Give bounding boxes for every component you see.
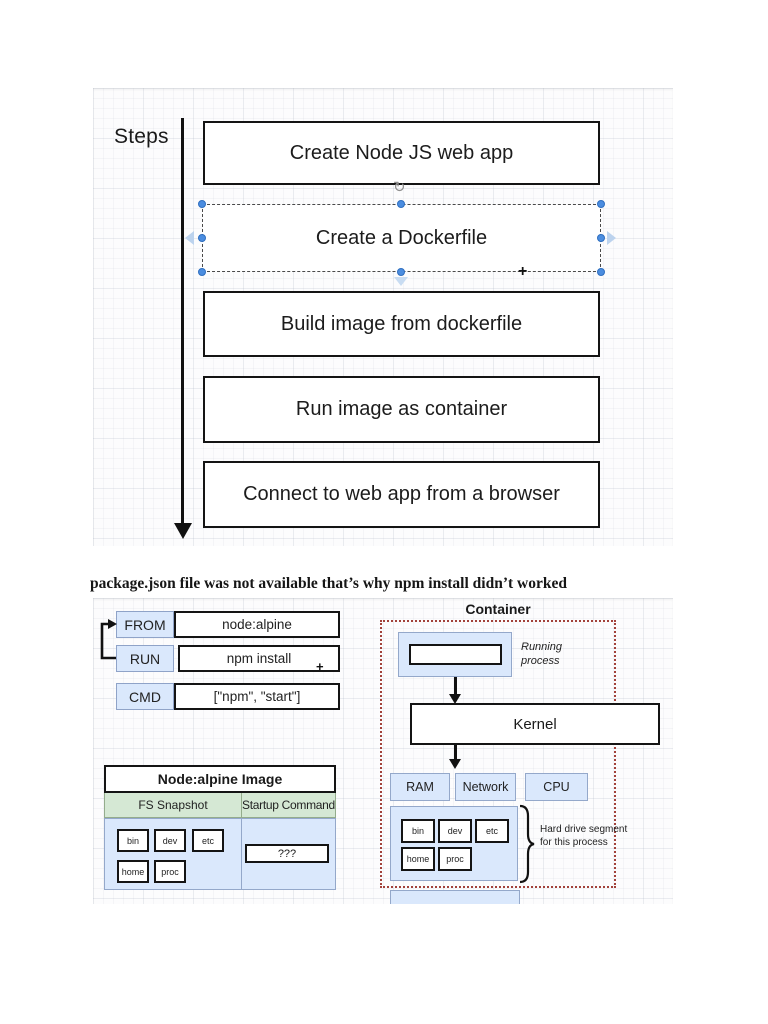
instruction-text: CMD	[129, 688, 161, 705]
process-to-kernel-arrowhead	[449, 694, 461, 704]
step-box-connect-browser[interactable]: Connect to web app from a browser	[203, 461, 600, 528]
steps-arrowhead-icon	[174, 523, 192, 539]
fs-folder-box: dev	[438, 819, 472, 843]
ram-box[interactable]: RAM	[390, 773, 450, 801]
dockerfile-run-label[interactable]: RUN	[116, 645, 174, 672]
resize-handle-top-middle[interactable]	[397, 200, 405, 208]
instruction-text: FROM	[124, 616, 166, 633]
move-cursor-icon: +	[518, 263, 528, 280]
fs-folder-box: home	[117, 860, 149, 883]
dockerfile-run-value[interactable]: npm install	[178, 645, 340, 672]
image-table-title: Node:alpine Image	[104, 765, 336, 793]
image-table-title-text: Node:alpine Image	[157, 771, 283, 787]
dockerfile-cmd-value[interactable]: ["npm", "start"]	[174, 683, 340, 710]
step-box-label: Create Node JS web app	[289, 141, 514, 164]
startup-command-placeholder: ???	[245, 844, 329, 863]
resize-handle-top-left[interactable]	[198, 200, 206, 208]
rotate-handle-icon[interactable]: ↻	[393, 179, 406, 196]
resize-handle-middle-left[interactable]	[198, 234, 206, 242]
dockerfile-from-label[interactable]: FROM	[116, 611, 174, 638]
note-text: package.json file was not available that…	[90, 575, 567, 592]
step-box-label: Connect to web app from a browser	[243, 483, 560, 505]
partial-bottom-box	[390, 890, 520, 904]
fs-folder-box: home	[401, 847, 435, 871]
fs-folder-box: etc	[192, 829, 224, 852]
running-process-label: Running process	[521, 641, 562, 667]
fs-folder-box: proc	[438, 847, 472, 871]
resize-handle-bottom-middle[interactable]	[397, 268, 405, 276]
steps-axis-label: Steps	[114, 125, 169, 148]
connect-arrow-left-icon[interactable]	[185, 231, 194, 245]
fs-snapshot-header: FS Snapshot	[104, 793, 241, 818]
move-cursor-icon: +	[316, 659, 324, 674]
fs-folder-box: bin	[401, 819, 435, 843]
fs-folder-box: proc	[154, 860, 186, 883]
resource-label: Network	[462, 780, 509, 794]
run-to-from-arrow	[100, 619, 117, 660]
docker-diagram-canvas: FROM node:alpine RUN npm install + CMD […	[93, 598, 673, 904]
curly-brace	[519, 804, 535, 884]
step-box-label: Build image from dockerfile	[280, 312, 523, 335]
kernel-label: Kernel	[513, 715, 557, 733]
fs-folder-box: dev	[154, 829, 186, 852]
kernel-box[interactable]: Kernel	[410, 703, 660, 745]
instruction-value-text: npm install	[226, 651, 292, 666]
node-alpine-image-table[interactable]: Node:alpine Image FS Snapshot Startup Co…	[104, 765, 336, 890]
step-box-label: Create a Dockerfile	[315, 226, 488, 249]
resize-handle-middle-right[interactable]	[597, 234, 605, 242]
container-title: Container	[465, 601, 531, 617]
kernel-to-resources-arrowhead	[449, 759, 461, 769]
resize-handle-bottom-left[interactable]	[198, 268, 206, 276]
connect-arrow-right-icon[interactable]	[607, 231, 616, 245]
instruction-text: RUN	[129, 650, 161, 667]
resize-handle-top-right[interactable]	[597, 200, 605, 208]
steps-arrow-line	[181, 118, 184, 525]
process-to-kernel-arrow	[454, 677, 457, 696]
startup-command-header: Startup Command	[241, 793, 336, 818]
instruction-value-text: ["npm", "start"]	[213, 689, 301, 704]
hard-drive-segment-label: Hard drive segment for this process	[540, 824, 628, 848]
network-box[interactable]: Network	[455, 773, 516, 801]
running-process-box[interactable]	[398, 632, 512, 677]
instruction-value-text: node:alpine	[222, 617, 292, 632]
resource-label: CPU	[543, 780, 570, 794]
running-process-inner-box	[409, 644, 502, 665]
hard-drive-segment-box[interactable]: bin dev etc home proc	[390, 806, 518, 881]
steps-flowchart-canvas: Steps Create Node JS web app Create a Do…	[93, 88, 673, 546]
step-box-create-dockerfile[interactable]: Create a Dockerfile	[203, 205, 600, 271]
connect-arrow-down-icon[interactable]	[394, 277, 408, 286]
resize-handle-bottom-right[interactable]	[597, 268, 605, 276]
step-box-create-node-app[interactable]: Create Node JS web app	[203, 121, 600, 185]
column-divider	[241, 819, 242, 889]
image-table-header: FS Snapshot Startup Command	[104, 793, 336, 818]
container-dashed-border	[380, 620, 616, 888]
cpu-box[interactable]: CPU	[525, 773, 588, 801]
resource-label: RAM	[406, 780, 434, 794]
step-box-build-image[interactable]: Build image from dockerfile	[203, 291, 600, 357]
dockerfile-cmd-label[interactable]: CMD	[116, 683, 174, 710]
fs-folder-box: etc	[475, 819, 509, 843]
dockerfile-from-value[interactable]: node:alpine	[174, 611, 340, 638]
image-table-body: bin dev etc home proc ???	[104, 818, 336, 890]
step-box-run-container[interactable]: Run image as container	[203, 376, 600, 443]
fs-folder-box: bin	[117, 829, 149, 852]
kernel-to-resources-arrow	[454, 745, 457, 761]
step-box-label: Run image as container	[295, 398, 508, 420]
